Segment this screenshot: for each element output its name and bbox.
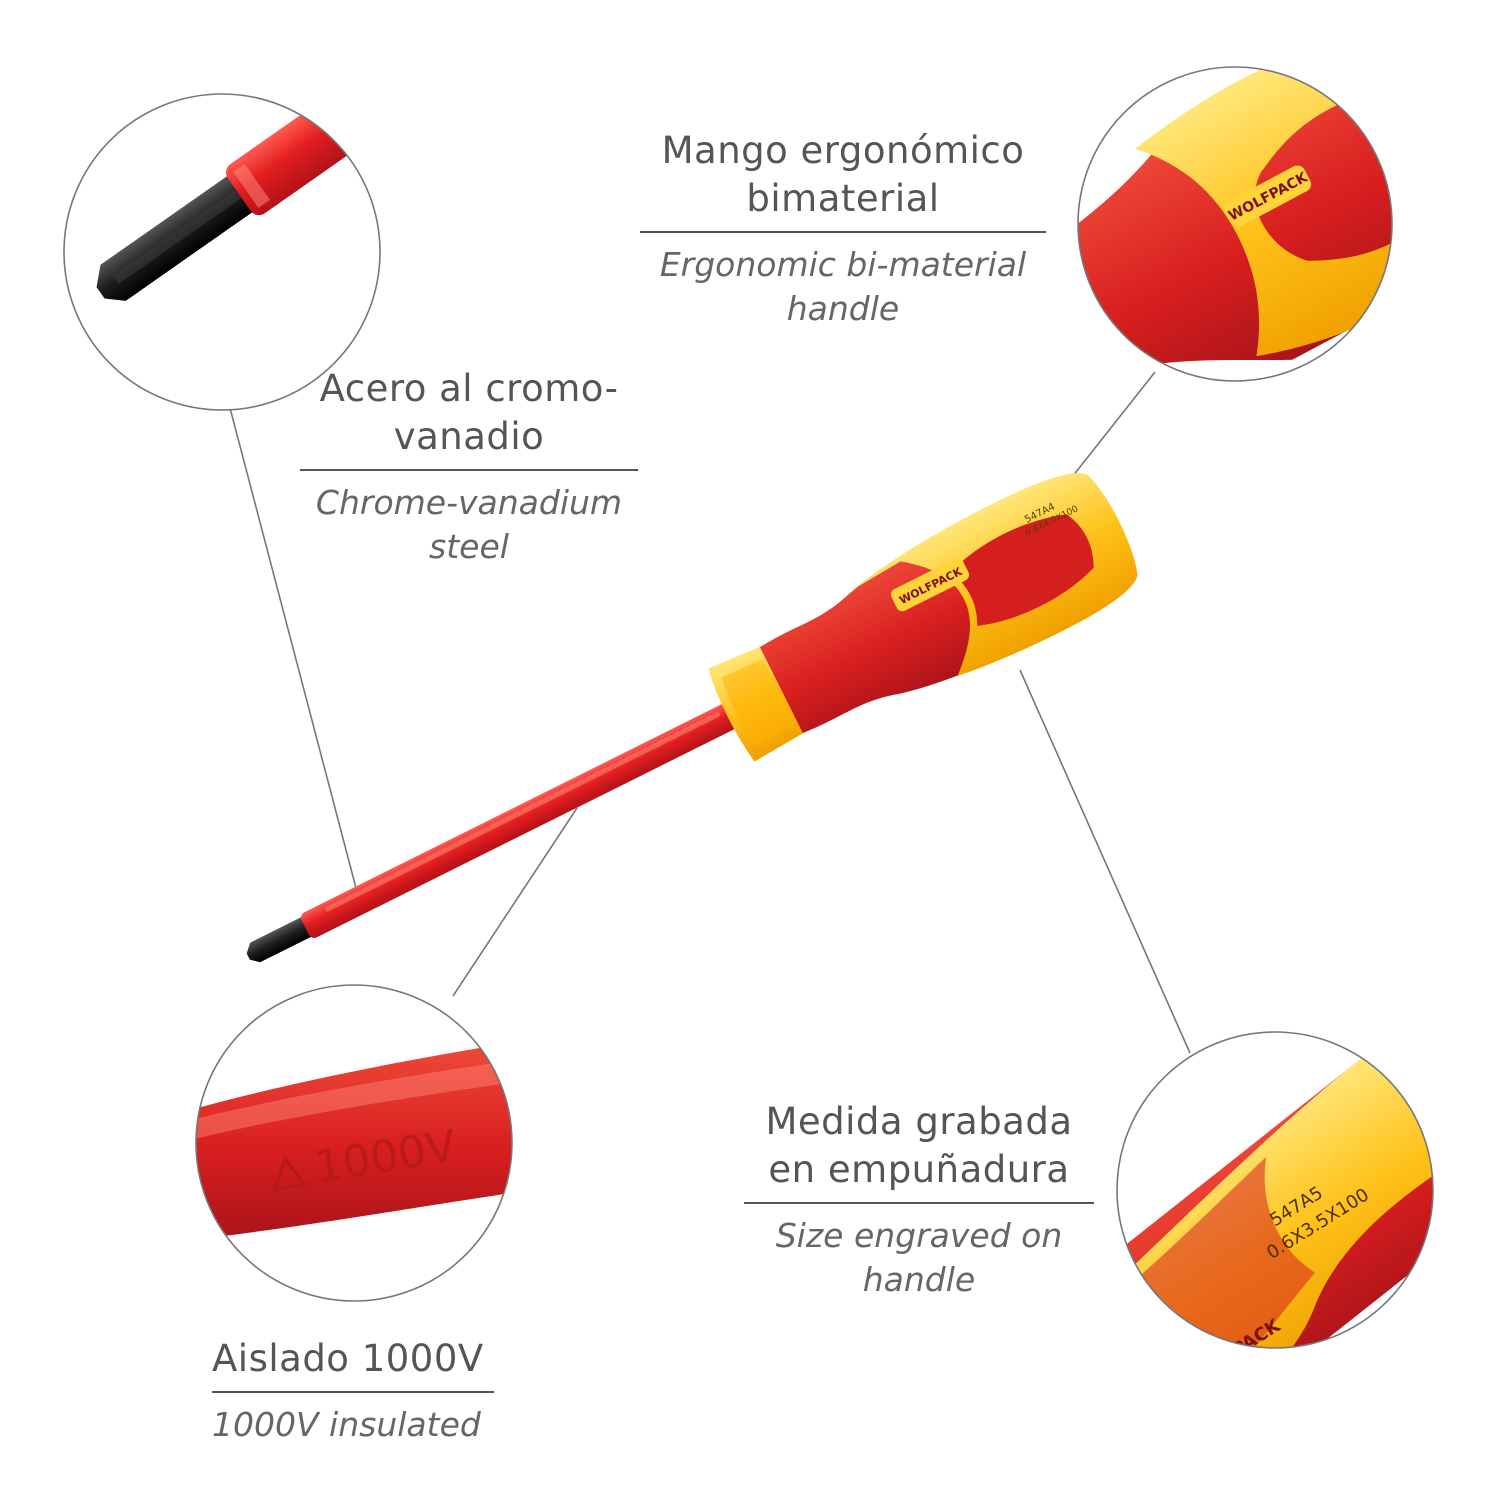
screwdriver: WOLFPACK 547A4 0.8X4.0X100 — [246, 473, 1138, 963]
callout-insulated: Aislado 1000V 1000V insulated — [212, 1335, 494, 1447]
screwdriver-tip — [246, 914, 316, 963]
callout-handle-es: Mango ergonómico bimaterial — [661, 129, 1025, 220]
connector-insulated — [452, 807, 578, 997]
callout-steel-rule — [300, 469, 638, 471]
callout-handle-en: Ergonomic bi-material handle — [659, 245, 1027, 328]
callout-size-es: Medida grabada en empuñadura — [765, 1100, 1073, 1191]
detail-circle-insulation: 1000V — [195, 984, 513, 1302]
callout-size-rule — [744, 1202, 1094, 1204]
connector-size — [1019, 669, 1191, 1054]
callout-insulated-rule — [212, 1391, 494, 1393]
callout-steel-es: Acero al cromo-vanadio — [319, 367, 619, 458]
screwdriver-shaft — [301, 702, 740, 938]
callout-handle: Mango ergonómico bimaterial Ergonomic bi… — [640, 127, 1046, 331]
callout-steel: Acero al cromo-vanadio Chrome-vanadium s… — [300, 365, 638, 569]
callout-handle-rule — [640, 231, 1046, 233]
callout-insulated-en: 1000V insulated — [212, 1405, 481, 1444]
callout-size: Medida grabada en empuñadura Size engrav… — [744, 1098, 1094, 1302]
callout-size-en: Size engraved on handle — [775, 1216, 1063, 1299]
connector-steel — [229, 407, 357, 889]
callout-steel-en: Chrome-vanadium steel — [315, 483, 623, 566]
detail-circle-engraving: 547A5 0.6X3.5X100 WOLFPACK — [1116, 1031, 1434, 1349]
connector-lines — [229, 371, 1191, 1054]
detail-circle-handle: WOLFPACK — [1077, 66, 1393, 382]
detail-circle-tip — [63, 93, 381, 411]
callout-insulated-es: Aislado 1000V — [212, 1337, 484, 1380]
